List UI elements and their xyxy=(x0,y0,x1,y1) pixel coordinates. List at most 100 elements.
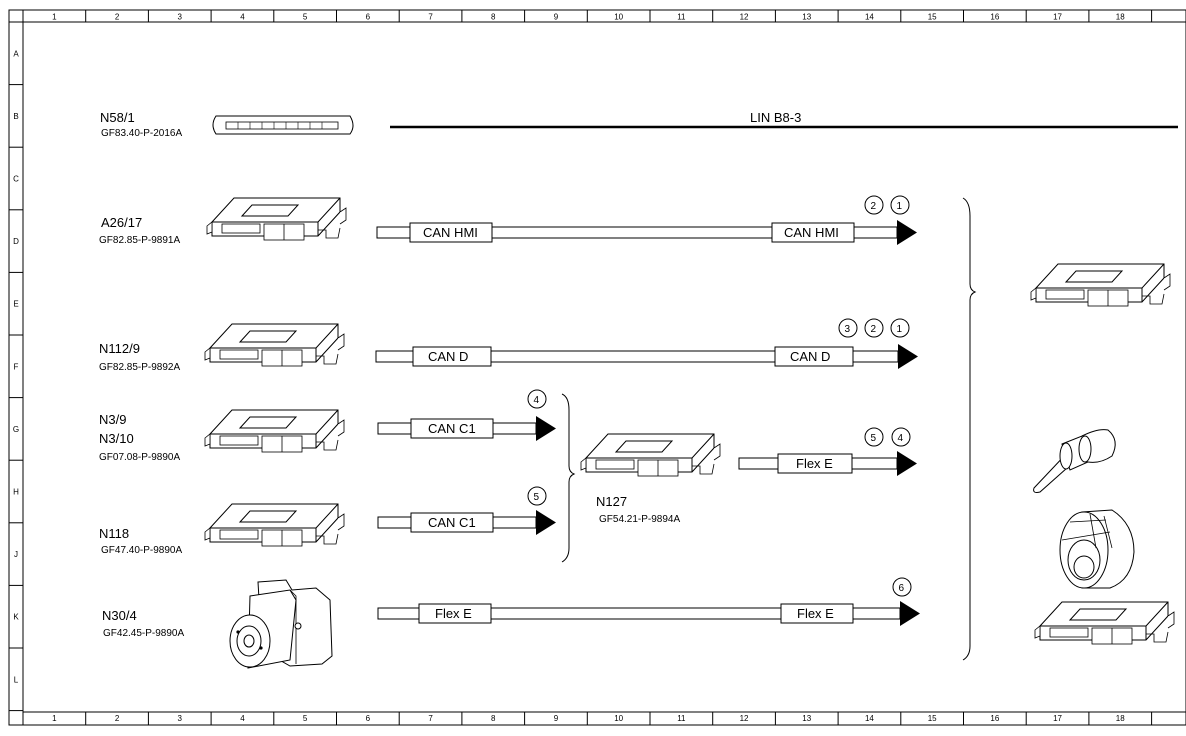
doc-n58-1: GF83.40-P-2016A xyxy=(101,128,182,139)
marker-2-can-d: 2 xyxy=(871,324,877,335)
label-can-hmi-left: CAN HMI xyxy=(423,225,478,240)
grid-column-number: 13 xyxy=(802,13,811,22)
grid-column-number: 6 xyxy=(366,714,371,723)
marker-1-can-d: 1 xyxy=(897,324,903,335)
marker-1-can-hmi: 1 xyxy=(897,201,903,212)
grid-column-number: 8 xyxy=(491,714,496,723)
bus-can-d: CAN D CAN D 3 2 1 xyxy=(375,318,918,369)
grid-column-number: 5 xyxy=(303,13,308,22)
grid-row-letter: C xyxy=(13,175,19,184)
bus-can-c1-lower: CAN C1 5 xyxy=(377,486,556,535)
bus-flex-e-lower: Flex E Flex E 6 xyxy=(377,577,920,626)
frame-inner xyxy=(22,21,1186,713)
grid-column-number: 11 xyxy=(677,13,686,22)
grid-column-number: 1 xyxy=(52,13,57,22)
grid-column-number: 9 xyxy=(554,714,559,723)
doc-n118: GF47.40-P-9890A xyxy=(101,545,182,556)
grid-row-letter: F xyxy=(14,362,19,371)
grid-row-letter: H xyxy=(13,488,19,497)
connector-round-right[interactable] xyxy=(1059,509,1135,589)
ecu-right-upper[interactable] xyxy=(1030,263,1171,307)
grid-column-number: 7 xyxy=(428,714,433,723)
grid-column-number: 13 xyxy=(802,714,811,723)
label-n112-9: N112/9 xyxy=(99,341,140,356)
grid-row-letter: E xyxy=(13,300,18,309)
label-can-d-left: CAN D xyxy=(428,349,468,364)
label-a26-17: A26/17 xyxy=(101,215,142,230)
grid-column-number: 17 xyxy=(1053,714,1062,723)
ecu-n127[interactable] xyxy=(580,433,721,477)
label-lin-b8-3: LIN B8-3 xyxy=(750,110,801,125)
label-n30-4: N30/4 xyxy=(102,608,137,623)
doc-n3: GF07.08-P-9890A xyxy=(99,452,180,463)
bus-can-c1-upper: CAN C1 4 xyxy=(377,389,556,441)
sensor-right[interactable] xyxy=(1033,429,1116,493)
grid-column-number: 18 xyxy=(1116,13,1125,22)
label-n3-10: N3/10 xyxy=(99,431,134,446)
label-flex-e-lower-left: Flex E xyxy=(435,606,472,621)
ecu-n3[interactable] xyxy=(204,409,345,453)
marker-5-can-c1: 5 xyxy=(534,492,540,503)
doc-n30-4: GF42.45-P-9890A xyxy=(103,628,184,639)
doc-n127: GF54.21-P-9894A xyxy=(599,514,680,525)
marker-2-can-hmi: 2 xyxy=(871,201,877,212)
grid-column-number: 16 xyxy=(990,13,999,22)
grid-column-number: 18 xyxy=(1116,714,1125,723)
grid-column-number: 14 xyxy=(865,13,874,22)
label-can-c1-lower: CAN C1 xyxy=(428,515,476,530)
module-n58-1[interactable] xyxy=(212,115,354,135)
grid-column-number: 2 xyxy=(115,13,120,22)
marker-4-flex-e: 4 xyxy=(898,433,904,444)
label-n3-9: N3/9 xyxy=(99,412,126,427)
grid-row-letter: G xyxy=(13,425,19,434)
grid-column-number: 5 xyxy=(303,714,308,723)
ecu-n118[interactable] xyxy=(204,503,345,547)
grid-column-number: 2 xyxy=(115,714,120,723)
doc-n112-9: GF82.85-P-9892A xyxy=(99,362,180,373)
label-n58-1: N58/1 xyxy=(100,110,135,125)
grid-column-number: 7 xyxy=(428,13,433,22)
label-n127: N127 xyxy=(596,494,627,509)
grid-column-number: 9 xyxy=(554,13,559,22)
marker-3-can-d: 3 xyxy=(845,324,851,335)
grid-row-letter: A xyxy=(13,49,19,58)
ecu-a26-17[interactable] xyxy=(206,197,347,241)
grid-column-number: 1 xyxy=(52,714,57,723)
grid-column-number: 12 xyxy=(740,714,749,723)
label-flex-e-upper: Flex E xyxy=(796,456,833,471)
grid-column-number: 3 xyxy=(178,714,183,723)
grid-column-number: 15 xyxy=(928,714,937,723)
grid-row-letter: K xyxy=(13,613,19,622)
grid-column-number: 4 xyxy=(240,13,245,22)
frame-outer xyxy=(8,9,1186,726)
bracket-right xyxy=(962,197,977,661)
grid-column-number: 4 xyxy=(240,714,245,723)
grid-column-number: 6 xyxy=(366,13,371,22)
grid-row-letter: B xyxy=(13,112,18,121)
grid-column-number: 8 xyxy=(491,13,496,22)
bracket-gateway xyxy=(561,393,576,563)
grid-column-number: 17 xyxy=(1053,13,1062,22)
grid-column-number: 15 xyxy=(928,13,937,22)
doc-a26-17: GF82.85-P-9891A xyxy=(99,235,180,246)
ecu-right-lower[interactable] xyxy=(1034,601,1175,645)
bus-can-hmi: CAN HMI CAN HMI 2 1 xyxy=(376,195,917,245)
grid-row-letter: J xyxy=(14,550,18,559)
grid-column-number: 10 xyxy=(614,13,623,22)
ecu-n112-9[interactable] xyxy=(204,323,345,367)
grid-column-number: 11 xyxy=(677,714,686,723)
grid-column-number: 14 xyxy=(865,714,874,723)
label-can-c1-upper: CAN C1 xyxy=(428,421,476,436)
label-can-hmi-right: CAN HMI xyxy=(784,225,839,240)
bus-flex-e-upper: Flex E 5 4 xyxy=(738,427,917,476)
abs-unit-n30-4[interactable] xyxy=(229,579,333,669)
marker-4-can-c1: 4 xyxy=(534,395,540,406)
grid-column-number: 12 xyxy=(740,13,749,22)
grid-column-number: 3 xyxy=(178,13,183,22)
label-can-d-right: CAN D xyxy=(790,349,830,364)
label-flex-e-lower-right: Flex E xyxy=(797,606,834,621)
